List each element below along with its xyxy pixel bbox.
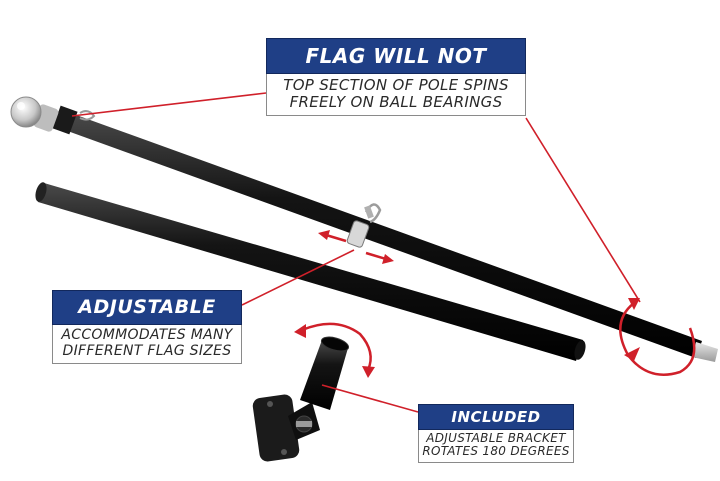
callout-title: FLAG WILL NOT TANGLE xyxy=(266,38,526,102)
callout-line: ROTATES 180 DEGREES xyxy=(422,444,570,459)
callout-included-bracket: INCLUDED BRACKET ADJUSTABLE BRACKET ROTA… xyxy=(418,404,574,463)
callout-line: FREELY ON BALL BEARINGS xyxy=(289,92,503,111)
callout-line: ACCOMMODATES MANY xyxy=(61,327,233,343)
callout-adjustable-clip: ADJUSTABLE CLIP ACCOMMODATES MANY DIFFER… xyxy=(52,290,242,365)
callout-description: ACCOMMODATES MANY DIFFERENT FLAG SIZES xyxy=(52,325,242,365)
slide-arrows xyxy=(318,230,394,264)
callout-line: ADJUSTABLE BRACKET xyxy=(426,431,566,445)
callout-description: ADJUSTABLE BRACKET ROTATES 180 DEGREES xyxy=(418,430,574,463)
callout-description: TOP SECTION OF POLE SPINS FREELY ON BALL… xyxy=(266,74,526,116)
callout-flag-will-not-tangle: FLAG WILL NOT TANGLE TOP SECTION OF POLE… xyxy=(266,38,526,116)
callout-title: INCLUDED BRACKET xyxy=(418,404,574,450)
upper-pole-section xyxy=(52,105,718,362)
adjustable-clip xyxy=(346,203,382,248)
callout-title: ADJUSTABLE CLIP xyxy=(52,290,242,351)
rotation-arrow xyxy=(619,298,696,376)
bracket-rotation-arrow xyxy=(294,322,375,378)
leader-lines xyxy=(71,92,641,413)
pole-end-cap xyxy=(692,342,718,362)
callout-line: DIFFERENT FLAG SIZES xyxy=(62,342,232,359)
wing-nut xyxy=(296,421,312,427)
wall-bracket xyxy=(252,336,350,462)
top-clip xyxy=(79,110,96,121)
callout-line: TOP SECTION OF POLE SPINS xyxy=(283,76,509,94)
finial-ball xyxy=(10,96,96,132)
